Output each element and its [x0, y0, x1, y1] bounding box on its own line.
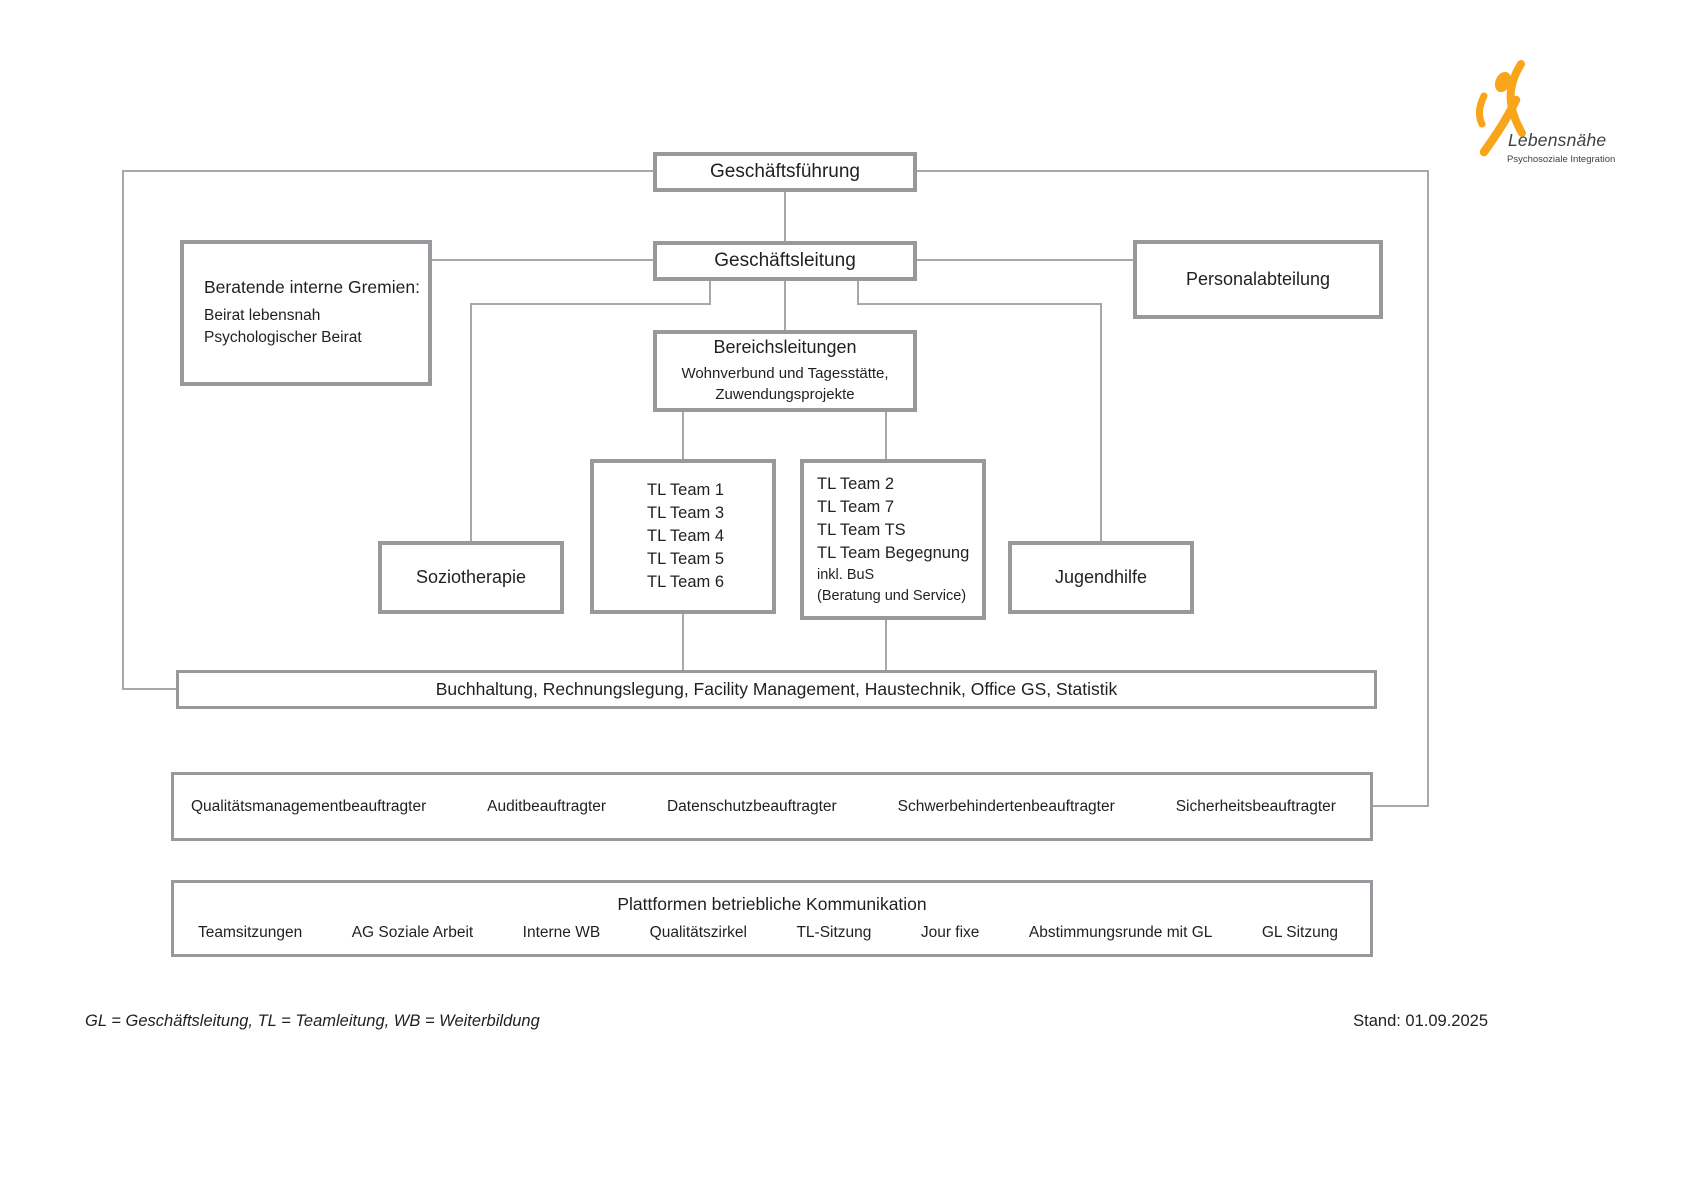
plattform-item: TL-Sitzung: [796, 924, 872, 941]
bereichsleitungen-line: Zuwendungsprojekte: [715, 386, 855, 403]
beauftragter-item: Qualitätsmanagementbeauftragter: [191, 797, 427, 815]
logo-figure-icon: [1476, 60, 1526, 157]
tl-team-line: TL Team 1: [647, 481, 725, 499]
gremien-line: Beirat lebensnah: [204, 307, 321, 324]
box-personalabteilung: Personalabteilung: [1133, 240, 1383, 319]
tl-team-line: TL Team 6: [647, 573, 725, 591]
jugendhilfe-label: Jugendhilfe: [1054, 567, 1148, 587]
plattform-item: Interne WB: [522, 924, 601, 941]
bereichsleitungen-title: Bereichsleitungen: [713, 337, 857, 357]
box-verwaltung: Buchhaltung, Rechnungslegung, Facility M…: [176, 670, 1377, 709]
box-plattformen: Plattformen betriebliche Kommunikation T…: [171, 880, 1373, 957]
plattformen-title: Plattformen betriebliche Kommunikation: [617, 894, 927, 914]
soziotherapie-label: Soziotherapie: [415, 567, 527, 587]
lebensnaehe-logo: Lebensnähe Psychosoziale Integration: [1472, 58, 1622, 173]
tl-team-line: TL Team Begegnung: [817, 543, 970, 562]
tl-team-line: TL Team 7: [817, 497, 895, 516]
box-tl-gruppe-1: TL Team 1 TL Team 3 TL Team 4 TL Team 5 …: [590, 459, 776, 614]
plattform-item: Jour fixe: [920, 924, 980, 941]
logo-brand-text: Lebensnähe: [1508, 130, 1607, 150]
revision-date: Stand: 01.09.2025: [1353, 1012, 1488, 1030]
tl-team-line: TL Team 3: [647, 504, 725, 522]
geschaeftsfuehrung-label: Geschäftsführung: [710, 161, 860, 182]
tl-team-subline: (Beratung und Service): [817, 587, 967, 604]
plattform-item: Abstimmungsrunde mit GL: [1028, 924, 1213, 941]
beauftragter-item: Schwerbehindertenbeauftragter: [897, 797, 1115, 815]
box-tl-gruppe-2: TL Team 2 TL Team 7 TL Team TS TL Team B…: [800, 459, 986, 620]
box-jugendhilfe: Jugendhilfe: [1008, 541, 1194, 614]
tl-team-line: TL Team TS: [817, 520, 906, 539]
tl-team-line: TL Team 2: [817, 474, 895, 493]
gremien-line: Psychologischer Beirat: [204, 329, 362, 346]
tl-team-line: TL Team 5: [647, 550, 725, 568]
box-bereichsleitungen: Bereichsleitungen Wohnverbund und Tagess…: [653, 330, 917, 412]
beauftragter-item: Auditbeauftragter: [487, 797, 607, 815]
beauftragter-item: Sicherheitsbeauftragter: [1175, 797, 1336, 815]
logo-tagline-text: Psychosoziale Integration: [1507, 154, 1616, 165]
box-soziotherapie: Soziotherapie: [378, 541, 564, 614]
tl-team-line: TL Team 4: [647, 527, 725, 545]
plattform-item: Qualitätszirkel: [649, 924, 747, 941]
tl-team-subline: inkl. BuS: [817, 566, 875, 583]
box-beauftragte: Qualitätsmanagementbeauftragter Auditbea…: [171, 772, 1373, 841]
verwaltung-label: Buchhaltung, Rechnungslegung, Facility M…: [435, 679, 1118, 699]
beauftragter-item: Datenschutzbeauftragter: [666, 797, 837, 815]
box-geschaeftsfuehrung: Geschäftsführung: [653, 152, 917, 192]
box-beratende-gremien: Beratende interne Gremien: Beirat lebens…: [180, 240, 432, 386]
plattform-item: AG Soziale Arbeit: [351, 924, 474, 941]
gremien-title: Beratende interne Gremien:: [204, 277, 420, 297]
box-geschaeftsleitung: Geschäftsleitung: [653, 241, 917, 281]
plattform-item: GL Sitzung: [1261, 924, 1338, 941]
bereichsleitungen-line: Wohnverbund und Tagesstätte,: [681, 365, 889, 382]
abbreviation-legend: GL = Geschäftsleitung, TL = Teamleitung,…: [85, 1012, 540, 1030]
geschaeftsleitung-label: Geschäftsleitung: [714, 250, 856, 271]
plattform-item: Teamsitzungen: [198, 924, 303, 941]
personalabteilung-label: Personalabteilung: [1185, 269, 1331, 289]
